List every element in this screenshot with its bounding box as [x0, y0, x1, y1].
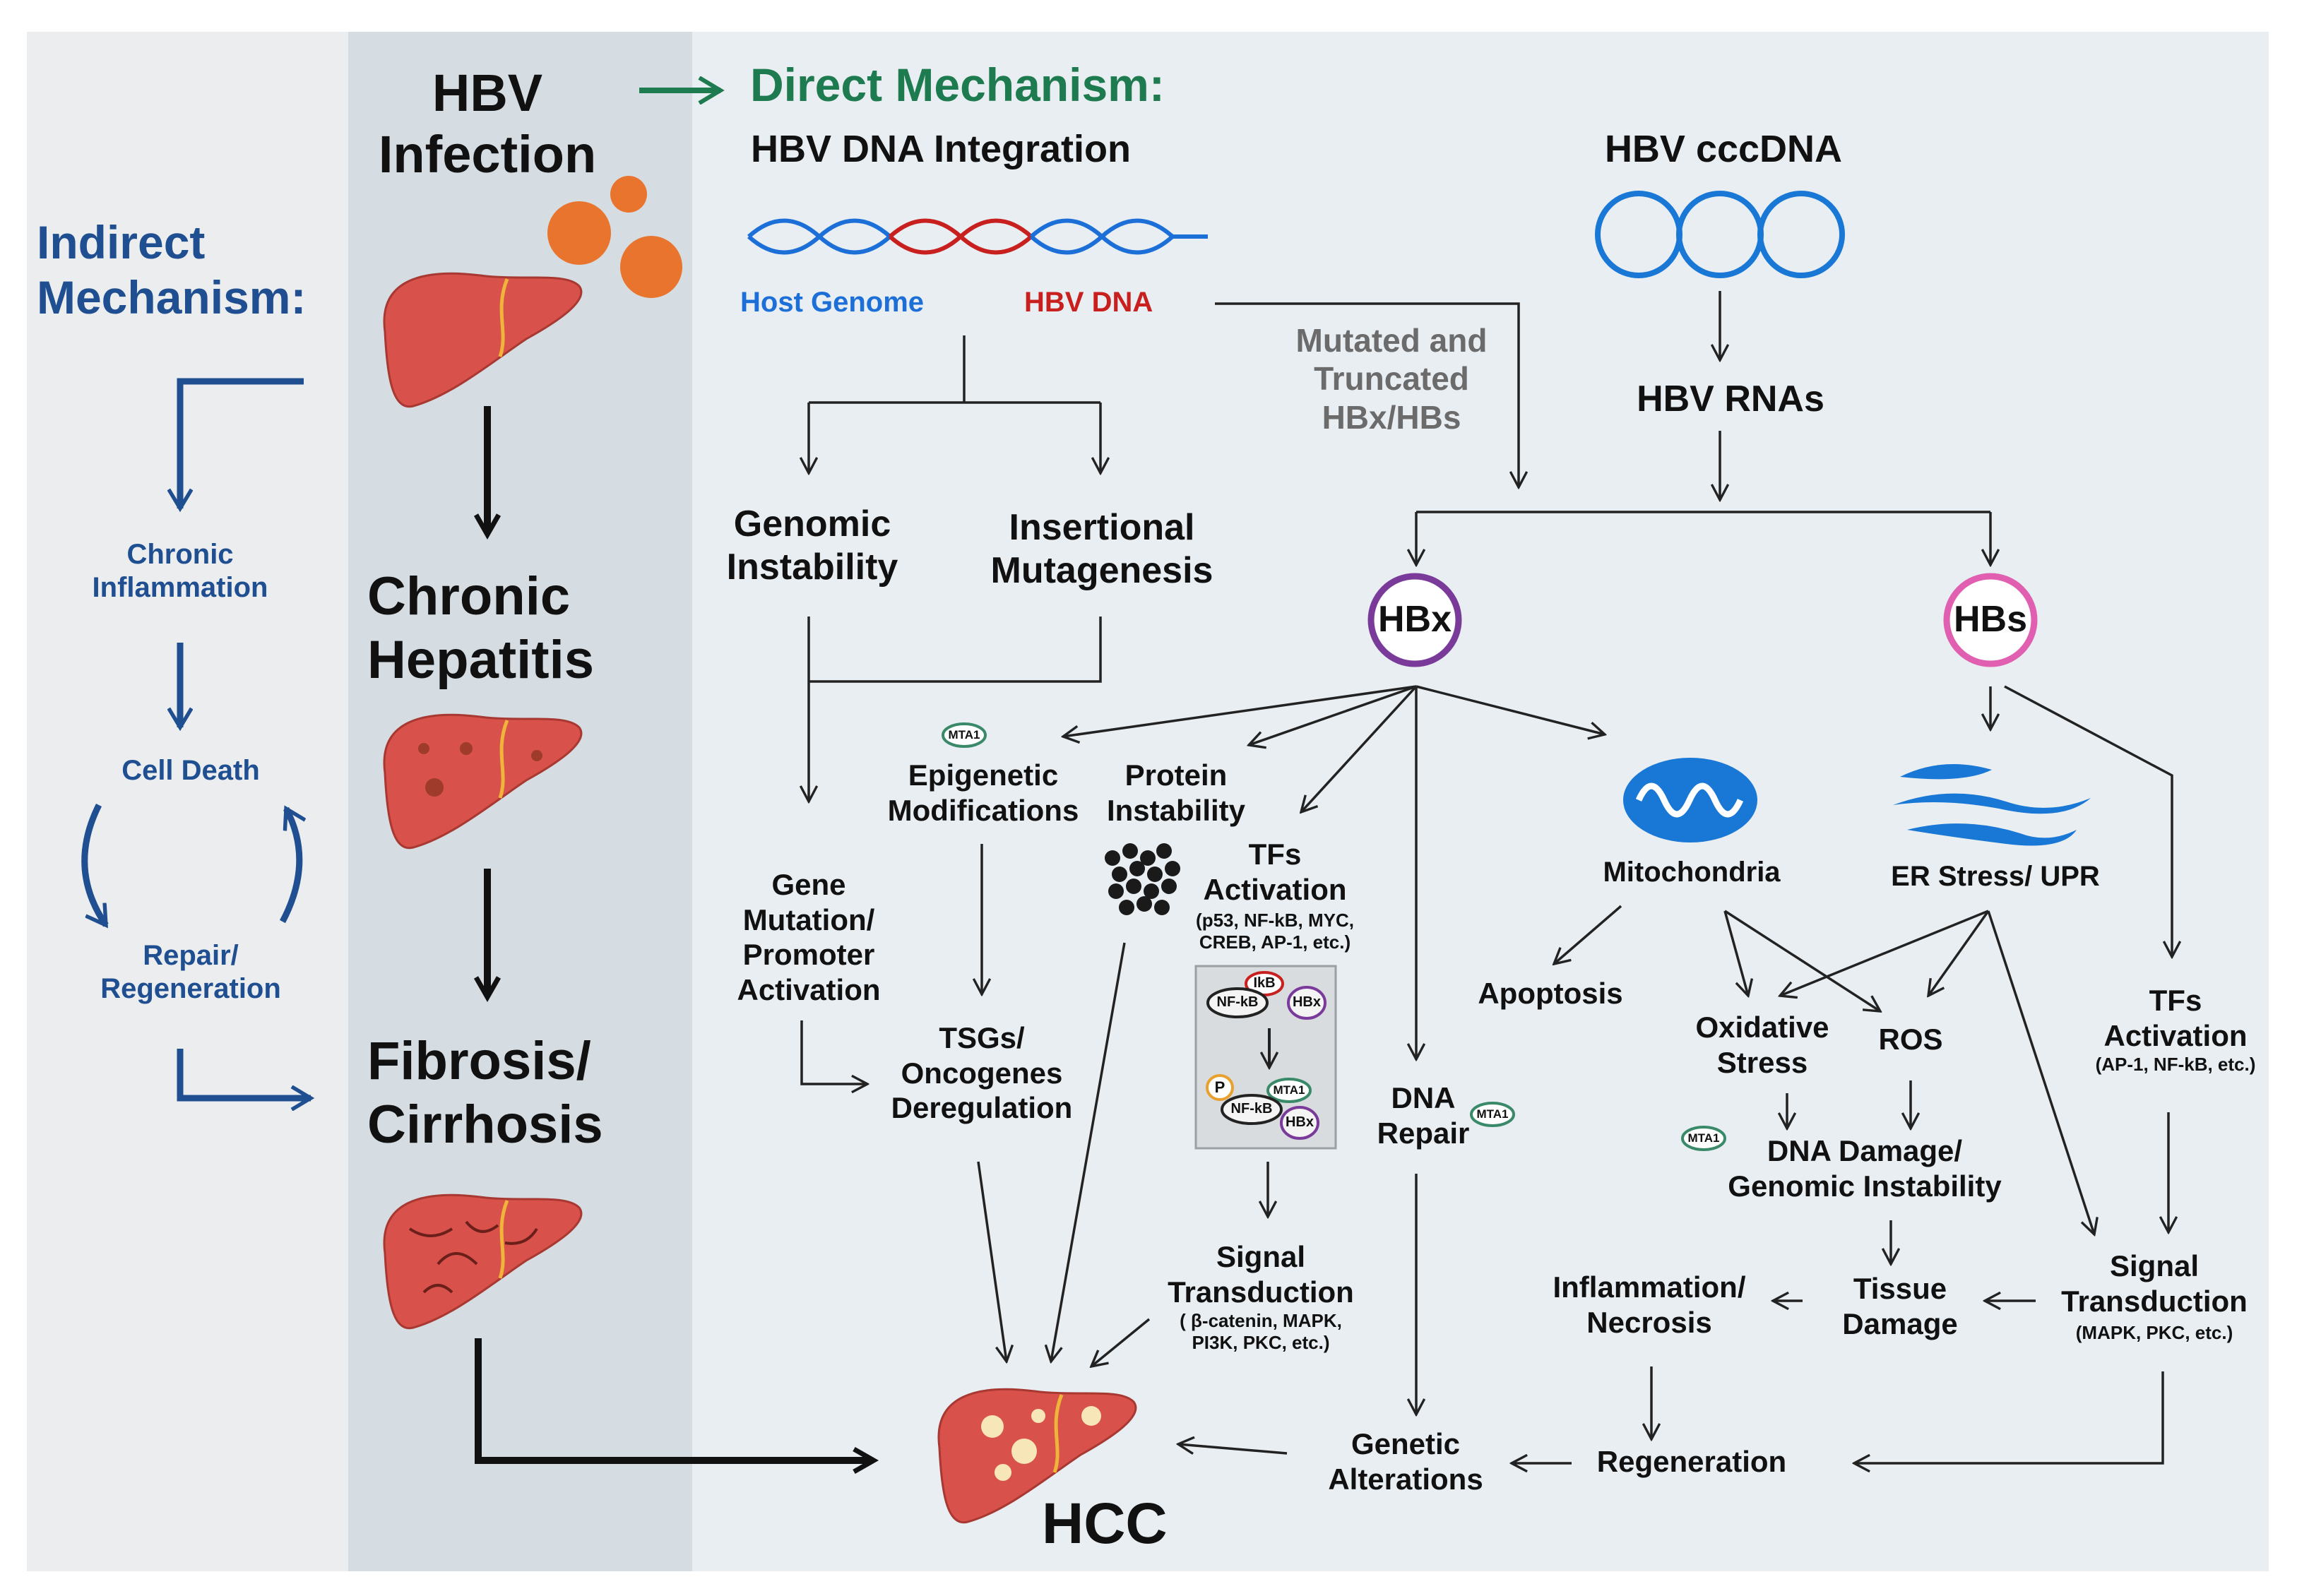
oxidative-stress-label: Oxidative Stress: [1695, 1011, 1829, 1079]
nfkb-text-top: NF-kB: [1216, 994, 1259, 1010]
mta1-badge-dna-damage: [1681, 1126, 1726, 1151]
hbs-label: HBs: [1953, 599, 2028, 640]
tfs-activation-label: TFs Activation: [1203, 838, 1347, 906]
hbv-infection-label: HBV Infection: [378, 64, 597, 184]
cccdna-icon: [1595, 191, 1845, 278]
mta1-text-inset: MTA1: [1273, 1083, 1305, 1097]
direct-arrows: [802, 291, 2172, 1463]
fibrosis-cirrhosis-label: Fibrosis/ Cirrhosis: [367, 1031, 603, 1155]
ikb-text: IkB: [1253, 975, 1276, 991]
mta1-text-epigenetic: MTA1: [948, 728, 980, 742]
progression-arrows: [473, 406, 879, 1475]
insertional-mutagenesis-label: Insertional Mutagenesis: [990, 507, 1213, 592]
gene-mutation-label: Gene Mutation/ Promoter Activation: [737, 868, 881, 1006]
mutated-truncated-label: Mutated and Truncated HBx/HBs: [1295, 322, 1488, 436]
signal-detail-2-label: (MAPK, PKC, etc.): [2075, 1322, 2233, 1343]
liver-hcc-icon: [937, 1388, 1137, 1524]
epigenetic-label: Epigenetic Modifications: [887, 758, 1079, 827]
er-stress-icon: [1893, 764, 2091, 846]
mitochondria-icon: [1623, 758, 1757, 842]
tfs-detail-label: (p53, NF-kB, MYC, CREB, AP-1, etc.): [1196, 910, 1354, 953]
hcc-label: HCC: [1042, 1491, 1168, 1556]
tissue-damage-label: Tissue Damage: [1842, 1272, 1958, 1340]
nfkb-badge-bottom: [1221, 1094, 1283, 1125]
hbx-small-text-top: HBx: [1292, 994, 1321, 1010]
regeneration-label: Regeneration: [1596, 1445, 1787, 1478]
p-text: P: [1214, 1078, 1225, 1096]
liver-normal-icon: [383, 272, 583, 408]
indirect-title: Indirect Mechanism:: [37, 216, 307, 323]
mta1-badge-epigenetic: [942, 722, 987, 748]
apoptosis-label: Apoptosis: [1478, 977, 1623, 1010]
nfkb-text-bottom: NF-kB: [1230, 1101, 1273, 1116]
signal-detail-label: ( β-catenin, MAPK, PI3K, PKC, etc.): [1180, 1310, 1342, 1353]
hbv-cccdna-label: HBV cccDNA: [1604, 128, 1843, 170]
protein-instability-label: Protein Instability: [1106, 758, 1246, 827]
hbx-small-text-bottom: HBx: [1285, 1114, 1314, 1130]
indirect-panel: [27, 32, 348, 1571]
mta1-text-dna-damage: MTA1: [1687, 1131, 1720, 1145]
signal-transduction-label: Signal Transduction: [1168, 1240, 1354, 1309]
inflammation-necrosis-label: Inflammation/ Necrosis: [1553, 1270, 1746, 1339]
dna-integration-icon: [747, 218, 1208, 255]
mitochondria-label: Mitochondria: [1603, 857, 1781, 888]
p-badge: [1206, 1074, 1234, 1101]
dna-repair-label: DNA Repair: [1377, 1081, 1470, 1150]
chronic-inflammation-label: Chronic Inflammation: [92, 539, 268, 604]
hbx-badge-top: [1287, 986, 1326, 1020]
ros-label: ROS: [1878, 1023, 1943, 1056]
genetic-alterations-label: Genetic Alterations: [1328, 1427, 1483, 1496]
hbx-label: HBx: [1377, 599, 1452, 640]
liver-hepatitis-icon: [383, 713, 583, 850]
chronic-hepatitis-label: Chronic Hepatitis: [367, 566, 594, 690]
er-stress-label: ER Stress/ UPR: [1891, 861, 2100, 892]
virus-particles-icon: [547, 176, 682, 298]
indirect-arrows: [81, 378, 311, 1098]
host-genome-label: Host Genome: [740, 287, 925, 318]
tsgs-oncogenes-label: TSGs/ Oncogenes Deregulation: [891, 1021, 1073, 1125]
hbx-badge-bottom: [1280, 1106, 1319, 1140]
hbs-circle: [1943, 573, 2038, 667]
direct-mechanism-title: Direct Mechanism:: [750, 59, 1165, 111]
hbv-rnas-label: HBV RNAs: [1637, 379, 1824, 419]
mta1-text-dna-repair: MTA1: [1476, 1107, 1509, 1121]
signal-transduction-2-label: Signal Transduction: [2061, 1249, 2248, 1318]
dna-damage-label: DNA Damage/ Genomic Instability: [1728, 1134, 2002, 1203]
mta1-badge-inset: [1266, 1078, 1312, 1103]
repair-regeneration-label: Repair/ Regeneration: [100, 940, 281, 1005]
tfs-detail-2-label: (AP-1, NF-kB, etc.): [2095, 1054, 2256, 1075]
genomic-instability-label: Genomic Instability: [726, 504, 898, 588]
cell-death-label: Cell Death: [121, 755, 260, 786]
protein-aggregate-icon: [1105, 843, 1180, 915]
liver-cirrhosis-icon: [383, 1193, 583, 1330]
hbx-circle: [1367, 573, 1462, 667]
tfs-activation-2-label: TFs Activation: [2103, 984, 2248, 1052]
hbv-dna-integration-label: HBV DNA Integration: [751, 128, 1131, 170]
nfkb-badge-top: [1206, 987, 1269, 1018]
hbv-dna-label: HBV DNA: [1024, 287, 1153, 318]
mta1-badge-dna-repair: [1470, 1102, 1515, 1127]
